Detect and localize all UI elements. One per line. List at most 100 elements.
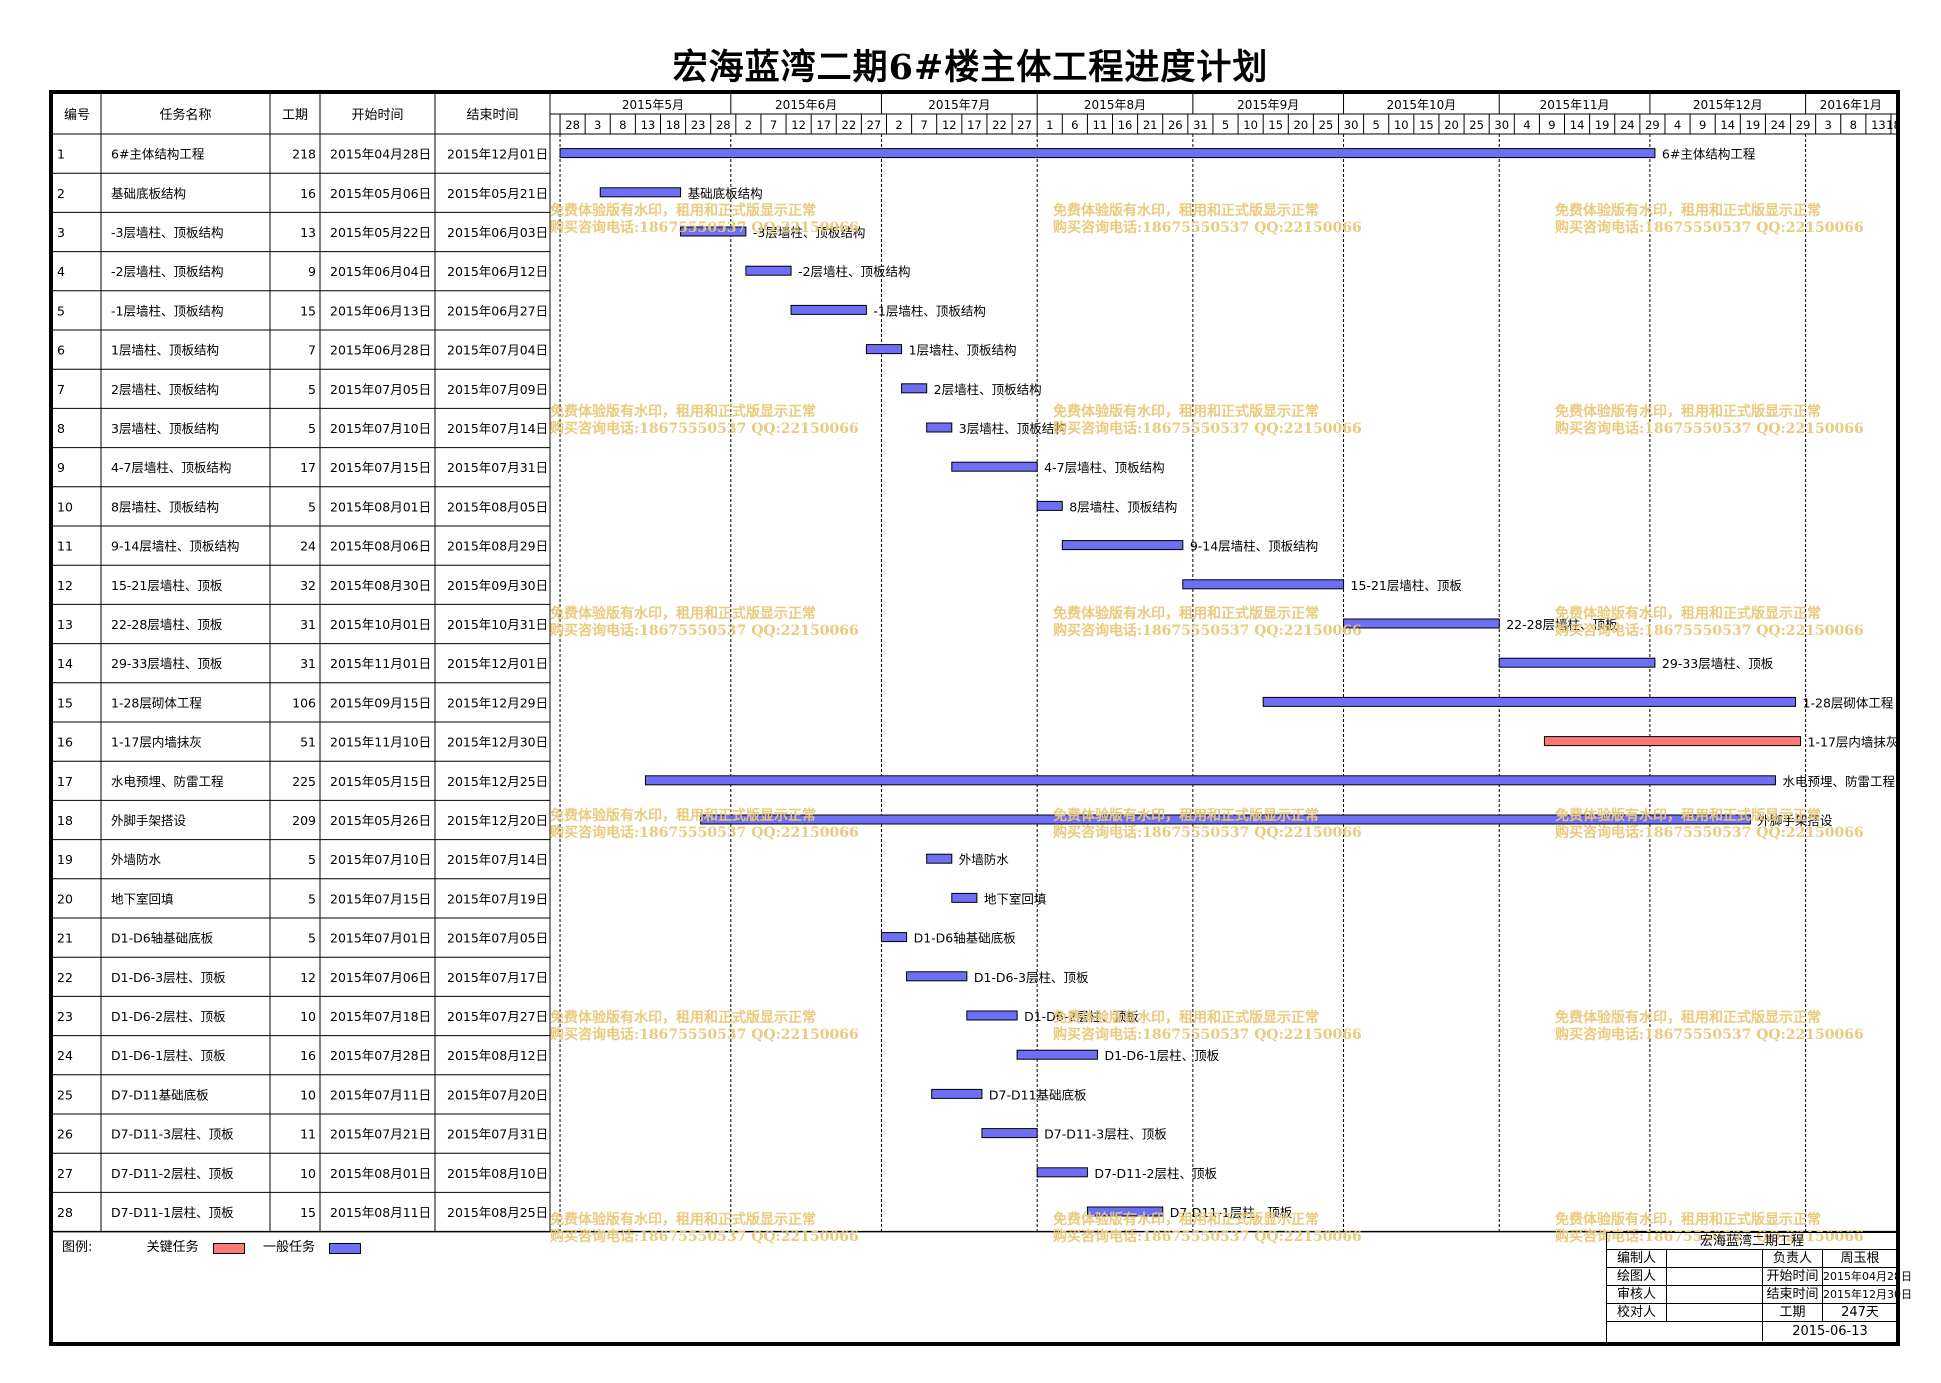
info-reviewer-value bbox=[1667, 1286, 1763, 1303]
task-start: 2015年11月10日 bbox=[330, 735, 431, 750]
task-id: 23 bbox=[57, 1009, 73, 1024]
day-tick-label: 9 bbox=[1548, 118, 1555, 132]
task-id: 8 bbox=[57, 421, 65, 436]
task-bar-label: D1-D6轴基础底板 bbox=[914, 931, 1017, 946]
task-start: 2015年05月06日 bbox=[330, 186, 431, 201]
task-bar-label: 29-33层墙柱、顶板 bbox=[1662, 656, 1774, 671]
task-bar-label: 2层墙柱、顶板结构 bbox=[934, 382, 1042, 397]
task-start: 2015年07月10日 bbox=[330, 852, 431, 867]
task-duration: 10 bbox=[300, 1087, 316, 1102]
info-owner-value: 周玉根 bbox=[1840, 1251, 1880, 1266]
task-bar-label: 8层墙柱、顶板结构 bbox=[1069, 499, 1177, 514]
day-tick-label: 31 bbox=[1193, 118, 1208, 132]
task-start: 2015年07月15日 bbox=[330, 891, 431, 906]
task-bar-label: 9-14层墙柱、顶板结构 bbox=[1190, 539, 1318, 554]
task-id: 1 bbox=[57, 147, 65, 162]
task-end: 2015年07月19日 bbox=[447, 891, 548, 906]
task-id: 24 bbox=[57, 1048, 73, 1063]
task-duration: 209 bbox=[292, 813, 316, 828]
task-id: 21 bbox=[57, 931, 73, 946]
day-tick-label: 10 bbox=[1243, 118, 1258, 132]
info-project-name: 宏海蓝湾二期工程 bbox=[1699, 1234, 1804, 1249]
day-tick-label: 13 bbox=[1871, 118, 1886, 132]
task-name: 4-7层墙柱、顶板结构 bbox=[111, 460, 231, 475]
task-duration: 5 bbox=[308, 499, 316, 514]
day-tick-label: 24 bbox=[1620, 118, 1635, 132]
task-end: 2015年06月27日 bbox=[447, 303, 548, 318]
task-end: 2015年12月20日 bbox=[447, 813, 548, 828]
task-end: 2015年08月10日 bbox=[447, 1166, 548, 1181]
task-bar bbox=[1036, 500, 1063, 511]
task-end: 2015年07月04日 bbox=[447, 343, 548, 358]
task-end: 2015年08月25日 bbox=[447, 1205, 548, 1220]
task-start: 2015年11月01日 bbox=[330, 656, 431, 671]
task-bar-label: 地下室回填 bbox=[984, 891, 1047, 906]
task-bar-label: 外墙防水 bbox=[959, 852, 1010, 867]
day-tick-label: 4 bbox=[1523, 118, 1530, 132]
task-start: 2015年08月11日 bbox=[330, 1205, 431, 1220]
task-bar bbox=[644, 775, 1776, 786]
task-start: 2015年05月22日 bbox=[330, 225, 431, 240]
task-duration: 17 bbox=[300, 460, 316, 475]
day-tick-label: 2 bbox=[895, 118, 902, 132]
task-id: 27 bbox=[57, 1166, 73, 1181]
info-end-label: 结束时间 bbox=[1763, 1286, 1823, 1303]
task-end: 2015年08月12日 bbox=[447, 1048, 548, 1063]
day-tick-label: 17 bbox=[967, 118, 982, 132]
task-bar-label: D1-D6-1层柱、顶板 bbox=[1104, 1048, 1219, 1063]
day-tick-label: 6 bbox=[1071, 118, 1078, 132]
day-tick-label: 25 bbox=[1469, 118, 1484, 132]
task-bar bbox=[1182, 579, 1345, 590]
task-duration: 5 bbox=[308, 852, 316, 867]
legend-normal-swatch bbox=[329, 1242, 362, 1254]
task-start: 2015年05月26日 bbox=[330, 813, 431, 828]
task-duration: 218 bbox=[292, 147, 316, 162]
header-name: 任务名称 bbox=[159, 107, 211, 123]
header-duration: 工期 bbox=[282, 108, 308, 123]
task-id: 11 bbox=[57, 539, 73, 554]
task-duration: 5 bbox=[308, 891, 316, 906]
task-bar-label: -3层墙柱、顶板结构 bbox=[753, 225, 865, 240]
task-bar bbox=[1498, 657, 1656, 668]
task-name: 15-21层墙柱、顶板 bbox=[111, 578, 223, 593]
task-end: 2015年05月21日 bbox=[447, 186, 548, 201]
task-name: D7-D11-1层柱、顶板 bbox=[111, 1205, 234, 1220]
task-duration: 13 bbox=[300, 225, 316, 240]
task-duration: 31 bbox=[300, 617, 316, 632]
page-title: 宏海蓝湾二期6#楼主体工程进度计划 bbox=[672, 47, 1269, 88]
task-start: 2015年07月01日 bbox=[330, 931, 431, 946]
day-tick-label: 13 bbox=[641, 118, 656, 132]
task-bar-label: 3层墙柱、顶板结构 bbox=[959, 421, 1067, 436]
day-tick-label: 1 bbox=[1046, 118, 1053, 132]
task-end: 2015年07月20日 bbox=[447, 1087, 548, 1102]
day-tick-label: 18 bbox=[1886, 118, 1901, 132]
task-name: 外脚手架搭设 bbox=[111, 813, 187, 828]
task-name: -2层墙柱、顶板结构 bbox=[111, 264, 223, 279]
task-duration: 15 bbox=[300, 1205, 316, 1220]
task-name: D1-D6-2层柱、顶板 bbox=[111, 1009, 226, 1024]
task-duration: 5 bbox=[308, 931, 316, 946]
task-name: -3层墙柱、顶板结构 bbox=[111, 225, 223, 240]
day-tick-label: 7 bbox=[921, 118, 928, 132]
task-start: 2015年08月01日 bbox=[330, 499, 431, 514]
task-id: 10 bbox=[57, 499, 73, 514]
day-tick-label: 27 bbox=[1017, 118, 1032, 132]
day-tick-label: 28 bbox=[716, 118, 731, 132]
task-end: 2015年12月30日 bbox=[447, 735, 548, 750]
task-bar-label: 水电预埋、防雷工程 bbox=[1782, 774, 1895, 789]
day-tick-label: 9 bbox=[1699, 118, 1706, 132]
task-duration: 11 bbox=[300, 1127, 316, 1142]
task-bar-label: D1-D6-2层柱、顶板 bbox=[1024, 1009, 1139, 1024]
task-name: 29-33层墙柱、顶板 bbox=[111, 656, 223, 671]
task-duration: 10 bbox=[300, 1166, 316, 1181]
task-bar bbox=[790, 304, 867, 315]
day-tick-label: 12 bbox=[791, 118, 806, 132]
task-duration: 12 bbox=[300, 970, 316, 985]
task-id: 20 bbox=[57, 891, 73, 906]
task-bar-label: D7-D11-3层柱、顶板 bbox=[1044, 1127, 1167, 1142]
task-id: 16 bbox=[57, 735, 73, 750]
task-name: D7-D11基础底板 bbox=[111, 1087, 209, 1102]
info-duration-value: 247天 bbox=[1841, 1305, 1879, 1320]
legend-title: 图例: bbox=[62, 1240, 93, 1255]
task-end: 2015年12月01日 bbox=[447, 656, 548, 671]
